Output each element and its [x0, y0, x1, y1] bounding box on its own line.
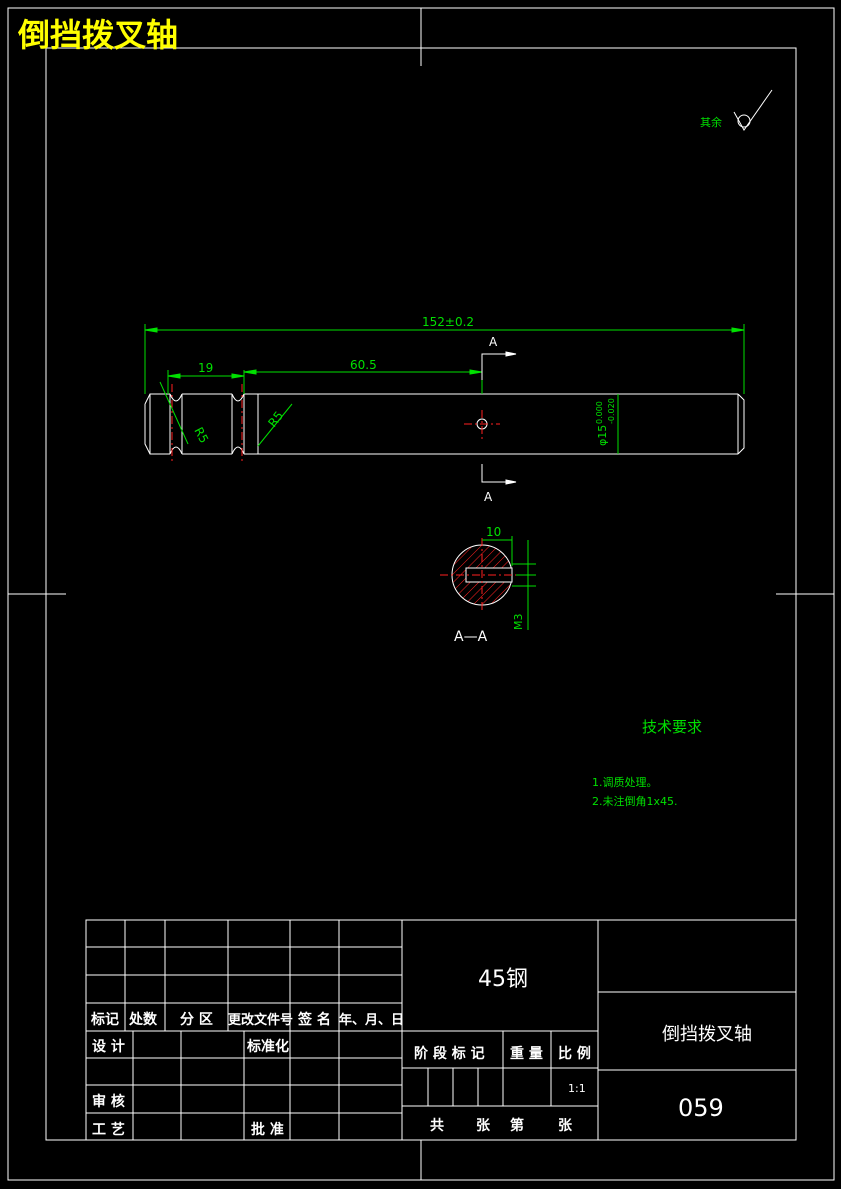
center-lines — [171, 384, 500, 464]
dim-tol-upper: 0.000 — [595, 401, 604, 424]
roughness-icon — [733, 89, 773, 131]
header-count: 处数 — [128, 1011, 158, 1028]
dim-diameter: φ15 0.000 -0.020 — [595, 398, 616, 446]
title-block-grid — [85, 919, 797, 1141]
shaft-outline — [144, 393, 745, 455]
stage-label: 阶 段 标 记 — [414, 1045, 485, 1062]
header-date: 年、月、日 — [339, 1012, 404, 1028]
standard-label: 标准化 — [246, 1038, 289, 1055]
tech-item-1: 1.调质处理。 — [592, 776, 658, 789]
design-label: 设 计 — [92, 1038, 125, 1055]
material: 45钢 — [478, 967, 528, 992]
scale-value: 1:1 — [568, 1082, 586, 1095]
section-view — [440, 536, 536, 630]
review-label: 审 核 — [92, 1093, 125, 1110]
header-zone: 分 区 — [180, 1012, 213, 1028]
total-label: 共 — [430, 1117, 444, 1134]
dim-diameter-value: φ15 — [596, 425, 609, 446]
tech-title: 技术要求 — [642, 718, 702, 736]
section-cut-markers — [481, 351, 517, 485]
dim-r5-left: R5 — [191, 425, 211, 446]
sheets-label: 张 — [476, 1118, 491, 1134]
sheets2-label: 张 — [558, 1118, 573, 1134]
header-change-doc: 更改文件号 — [228, 1012, 293, 1028]
approve-label: 批 准 — [251, 1121, 284, 1138]
dim-tol-lower: -0.020 — [607, 398, 616, 424]
header-mark: 标记 — [90, 1011, 119, 1028]
section-view-label: A—A — [454, 629, 488, 645]
process-label: 工 艺 — [92, 1121, 125, 1138]
cut-label-top: A — [489, 335, 498, 349]
sheet-no-label: 第 — [510, 1117, 524, 1134]
roughness-label: 其余 — [700, 115, 722, 129]
dim-19: 19 — [198, 361, 213, 375]
title-block-headers: 标记 处数 分 区 更改文件号 签 名 年、月、日 — [90, 1011, 404, 1028]
drawing-frame — [7, 7, 835, 1181]
dim-thread: M3 — [512, 614, 525, 631]
drawing-number: 059 — [678, 1094, 724, 1122]
dimension-lines — [144, 324, 745, 454]
dim-60-5: 60.5 — [350, 358, 377, 372]
cut-label-bottom: A — [484, 490, 493, 504]
dim-total-length: 152±0.2 — [422, 315, 474, 329]
tech-item-2: 2.未注倒角1x45. — [592, 794, 678, 808]
dim-r5-right: R5 — [265, 409, 286, 430]
drawing-title: 倒挡拨叉轴 — [17, 16, 178, 54]
part-name: 倒挡拨叉轴 — [662, 1024, 752, 1045]
surface-roughness-note: 其余 — [700, 89, 773, 131]
ratio-label: 比 例 — [558, 1045, 591, 1062]
weight-label: 重 量 — [510, 1045, 543, 1062]
header-sign: 签 名 — [297, 1011, 331, 1028]
dim-section-width: 10 — [486, 525, 501, 539]
